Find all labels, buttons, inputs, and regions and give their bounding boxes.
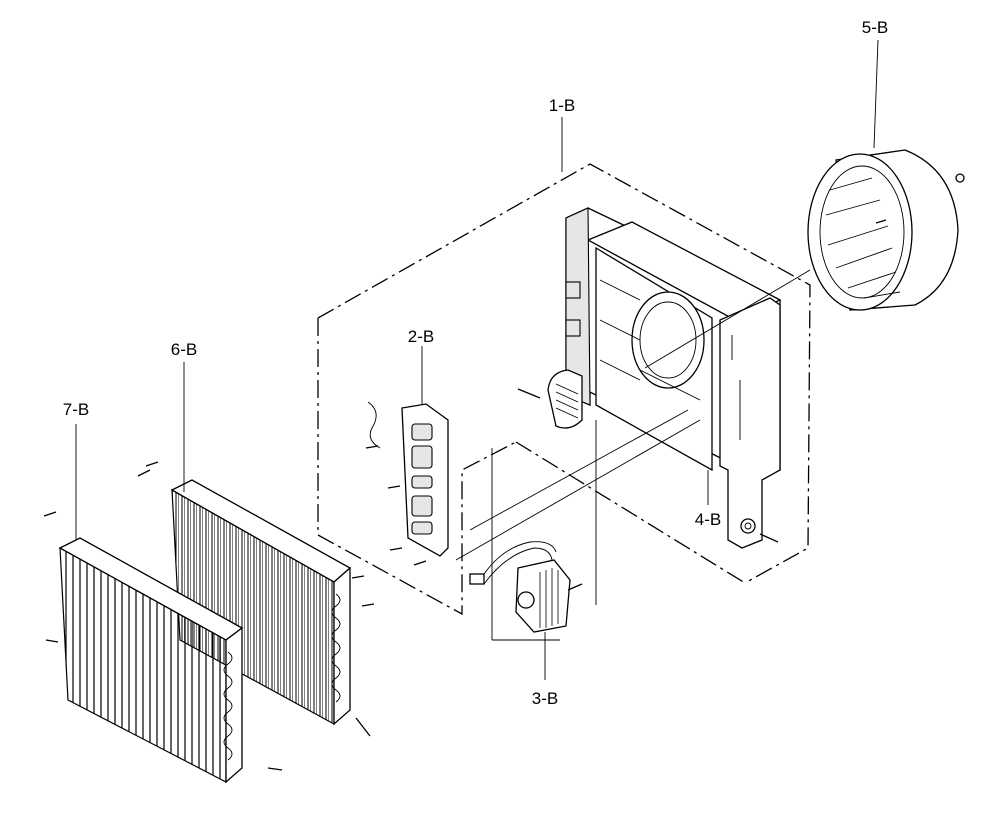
part-label-3: 3-B	[532, 689, 558, 708]
part-label-1: 1-B	[549, 96, 575, 115]
assembly-boundary-1	[317, 117, 811, 616]
part-label-6: 6-B	[171, 340, 197, 359]
part-labels: 1-B 2-B 3-B 4-B 5-B 6-B 7-B	[63, 18, 888, 708]
side-bracket-4	[707, 297, 781, 549]
motor-3	[469, 541, 583, 680]
part-label-4: 4-B	[695, 510, 721, 529]
louver-grille	[517, 369, 583, 429]
part-label-7: 7-B	[63, 400, 89, 419]
control-plate-2	[365, 346, 449, 566]
projection-lines	[455, 269, 811, 641]
part-label-5: 5-B	[862, 18, 888, 37]
part-label-2: 2-B	[408, 327, 434, 346]
coil-7	[43, 424, 283, 784]
coil-6	[137, 362, 375, 737]
blower-wheel-5	[807, 39, 965, 311]
